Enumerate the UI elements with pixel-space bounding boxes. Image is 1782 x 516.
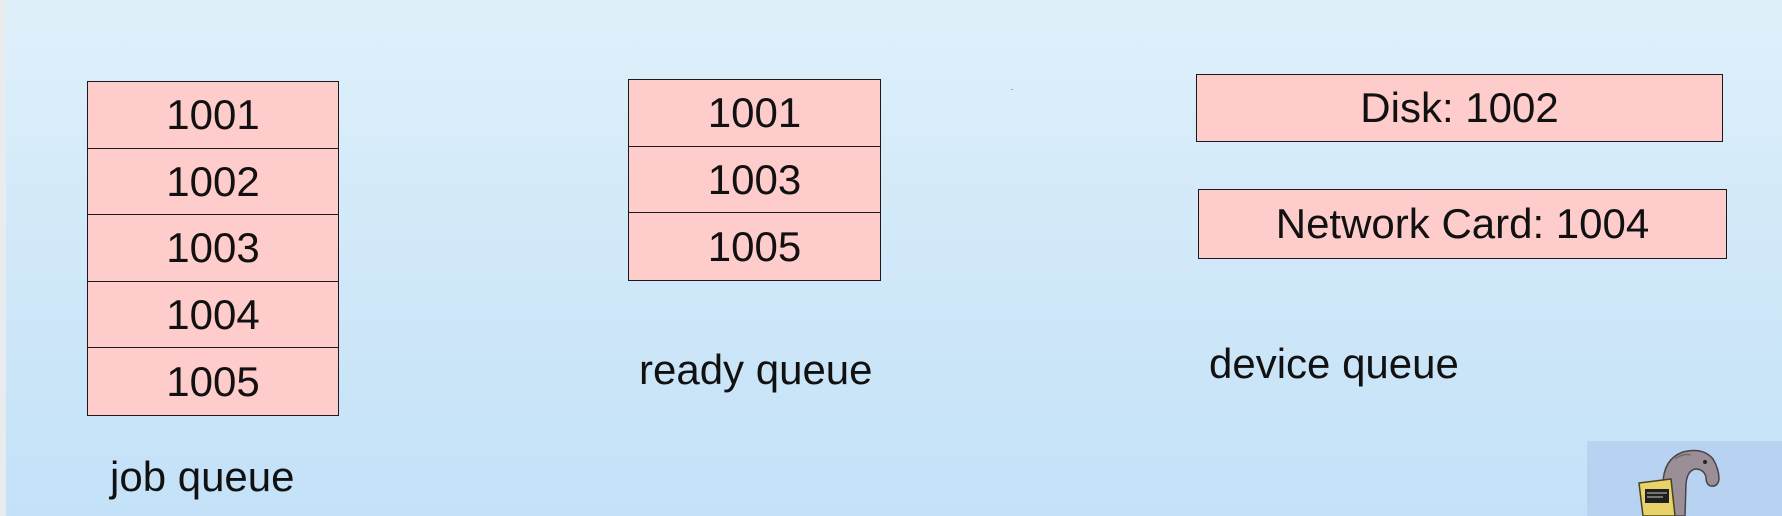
ready-queue-item: 1001 xyxy=(628,79,881,147)
job-queue-item: 1004 xyxy=(87,280,339,349)
job-queue-item: 1003 xyxy=(87,214,339,282)
dinosaur-mascot-icon xyxy=(1587,441,1782,516)
ready-queue-label: ready queue xyxy=(639,346,873,393)
device-queue-label: device queue xyxy=(1209,340,1459,387)
job-queue-item: 1001 xyxy=(87,81,339,149)
ready-queue-item: 1005 xyxy=(628,212,881,281)
job-queue-label: job queue xyxy=(110,453,295,500)
job-queue-item: 1002 xyxy=(87,147,339,216)
job-queue-item: 1005 xyxy=(87,347,339,416)
ready-queue: 1001 1003 1005 xyxy=(628,79,881,281)
device-queue-network-card: Network Card: 1004 xyxy=(1198,189,1727,259)
ready-queue-item: 1003 xyxy=(628,145,881,214)
job-queue: 1001 1002 1003 1004 1005 xyxy=(87,81,339,416)
slide-left-edge xyxy=(0,0,6,516)
device-queue-disk: Disk: 1002 xyxy=(1196,74,1723,142)
stray-mark xyxy=(1011,89,1013,90)
